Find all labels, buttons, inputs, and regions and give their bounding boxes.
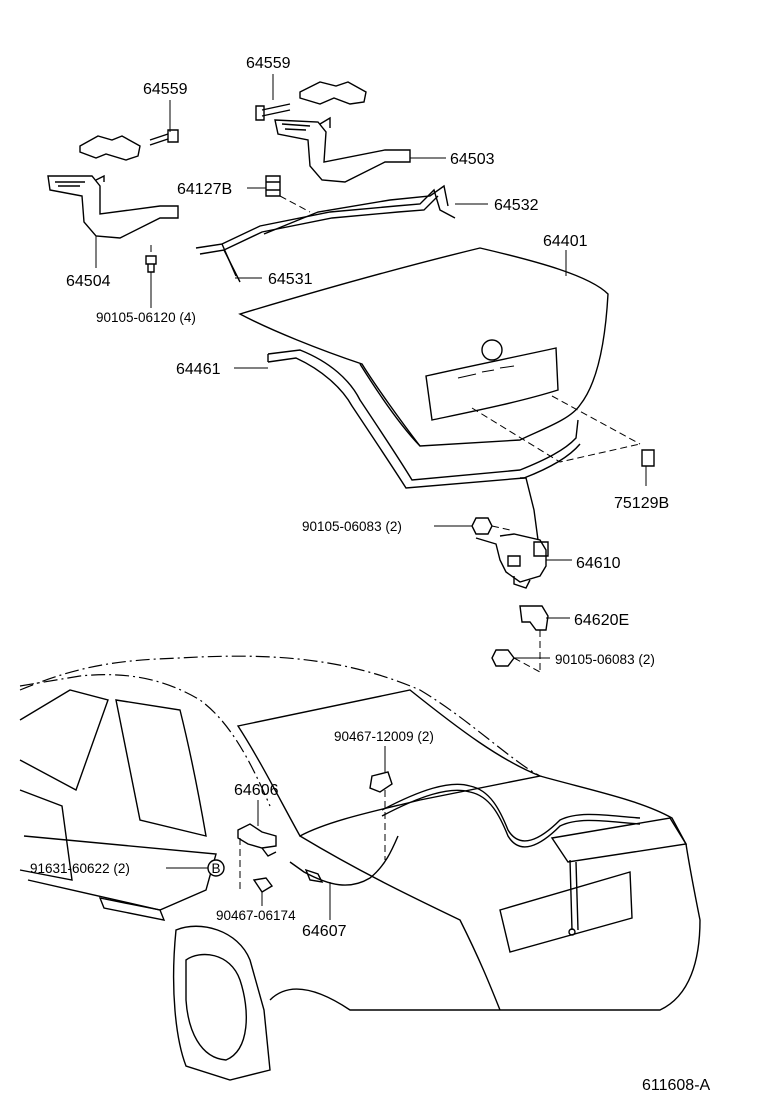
label-90105-06083-top[interactable]: 90105-06083 (2) xyxy=(302,519,402,534)
label-75129b[interactable]: 75129B xyxy=(614,495,669,512)
hinge-right-illustration xyxy=(274,116,411,183)
label-64504[interactable]: 64504 xyxy=(66,273,111,290)
label-90105-06120[interactable]: 90105-06120 (4) xyxy=(96,310,196,325)
bracket-right-illustration xyxy=(255,81,367,121)
label-64531[interactable]: 64531 xyxy=(268,271,313,288)
callout-b: B xyxy=(207,859,225,877)
torsion-bars-illustration xyxy=(195,184,456,283)
label-64532[interactable]: 64532 xyxy=(494,197,539,214)
striker-illustration xyxy=(519,605,549,672)
lock-assembly-illustration xyxy=(475,477,549,589)
label-64606[interactable]: 64606 xyxy=(234,782,279,799)
label-90467-06174[interactable]: 90467-06174 xyxy=(216,908,296,923)
bolt-top-illustration xyxy=(471,517,511,535)
bolt-left-illustration xyxy=(145,245,157,273)
label-64559-left[interactable]: 64559 xyxy=(143,81,188,98)
clip-90467-12009-illustration xyxy=(369,771,393,860)
svg-text:B: B xyxy=(211,861,220,876)
lid-guide-lines xyxy=(471,395,641,463)
label-64503[interactable]: 64503 xyxy=(450,151,495,168)
weatherstrip-illustration xyxy=(267,349,581,489)
trunk-lid-illustration xyxy=(238,247,609,447)
label-64620e[interactable]: 64620E xyxy=(574,612,629,629)
label-64607[interactable]: 64607 xyxy=(302,923,347,940)
part-labels: 64559 64559 64503 64127B 64532 64401 645… xyxy=(30,55,711,1094)
label-90467-12009[interactable]: 90467-12009 (2) xyxy=(334,729,434,744)
label-91631-60622[interactable]: 91631-60622 (2) xyxy=(30,861,130,876)
label-90105-06083-bottom[interactable]: 90105-06083 (2) xyxy=(555,652,655,667)
cable-64607-illustration xyxy=(289,835,399,886)
hinge-left-illustration xyxy=(47,174,179,239)
label-64127b[interactable]: 64127B xyxy=(177,181,232,198)
label-64610[interactable]: 64610 xyxy=(576,555,621,572)
clip-64127b-illustration xyxy=(265,175,311,213)
leader-lines xyxy=(95,74,647,920)
release-handle-illustration xyxy=(237,823,277,893)
cushion-75129b-illustration xyxy=(641,449,655,467)
diagram-code: 611608-A xyxy=(642,1077,711,1094)
car-body-illustration xyxy=(19,655,701,1081)
bolt-bottom-illustration xyxy=(491,649,541,673)
label-64461[interactable]: 64461 xyxy=(176,361,221,378)
label-64559-right[interactable]: 64559 xyxy=(246,55,291,72)
label-64401[interactable]: 64401 xyxy=(543,233,588,250)
bracket-left-illustration xyxy=(79,129,179,161)
